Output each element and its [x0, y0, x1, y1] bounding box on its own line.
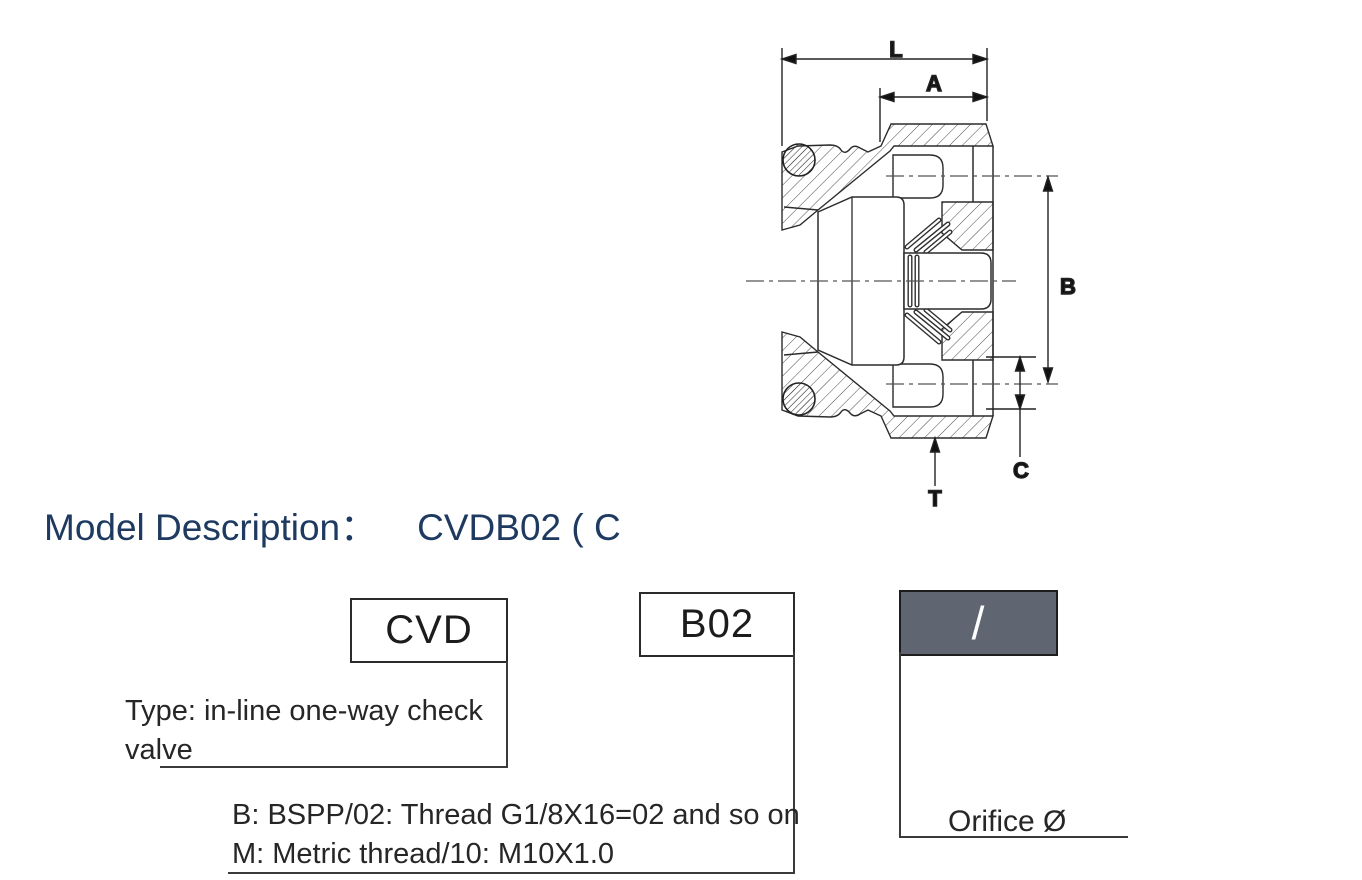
- model-box-orifice-label: /: [971, 597, 986, 649]
- b02-connector-underline: [228, 872, 795, 874]
- o-ring-top: [782, 143, 816, 177]
- cvd-description-line2: valve: [125, 734, 193, 766]
- dim-label-T: T: [928, 486, 942, 511]
- body-block-lower: [941, 311, 994, 361]
- dim-label-L: L: [889, 37, 902, 62]
- dimension-C: C: [986, 354, 1036, 484]
- dimension-A: A: [877, 70, 990, 142]
- orifice-connector-underline: [899, 836, 1128, 838]
- page-title-label: Model Description：: [44, 507, 378, 548]
- dim-label-B: B: [1060, 274, 1076, 299]
- b02-description: B: BSPP/02: Thread G1/8X16=02 and so on …: [232, 796, 800, 874]
- centerlines: [746, 175, 1058, 385]
- body-block-upper: [941, 201, 994, 251]
- dimension-T: T: [928, 435, 943, 512]
- dimension-B: B: [1042, 174, 1077, 385]
- dim-label-C: C: [1013, 458, 1029, 483]
- o-ring-bottom: [782, 382, 816, 416]
- model-box-b02: B02: [639, 592, 795, 657]
- page-title: Model Description： CVDB02 ( C: [44, 497, 621, 551]
- spring: [904, 217, 953, 345]
- port-lower: [892, 363, 944, 408]
- valve-cross-section-drawing: L A B C T: [746, 36, 1077, 512]
- orifice-connector-vline: [899, 652, 901, 838]
- b02-description-line2: M: Metric thread/10: M10X1.0: [232, 838, 614, 870]
- orifice-description-label: Orifice Ø: [948, 805, 1067, 838]
- b02-connector-vline: [793, 653, 795, 874]
- orifice-description: Orifice Ø: [948, 802, 1066, 841]
- model-box-b02-label: B02: [679, 602, 755, 646]
- body-lower-section: [781, 331, 994, 439]
- model-box-orifice: /: [899, 590, 1058, 656]
- model-code: CVDB02 ( C: [417, 507, 621, 548]
- model-box-cvd: CVD: [350, 598, 508, 663]
- body-upper-section: [781, 123, 994, 231]
- model-box-cvd-label: CVD: [385, 608, 473, 652]
- cvd-description-line1: Type: in-line one-way check: [125, 695, 483, 727]
- b02-description-line1: B: BSPP/02: Thread G1/8X16=02 and so on: [232, 799, 800, 831]
- dimension-L: L: [779, 36, 990, 146]
- dim-label-A: A: [926, 71, 942, 96]
- cvd-connector-vline: [506, 661, 508, 768]
- cvd-description: Type: in-line one-way check valve: [125, 692, 483, 770]
- cvd-connector-underline: [160, 766, 508, 768]
